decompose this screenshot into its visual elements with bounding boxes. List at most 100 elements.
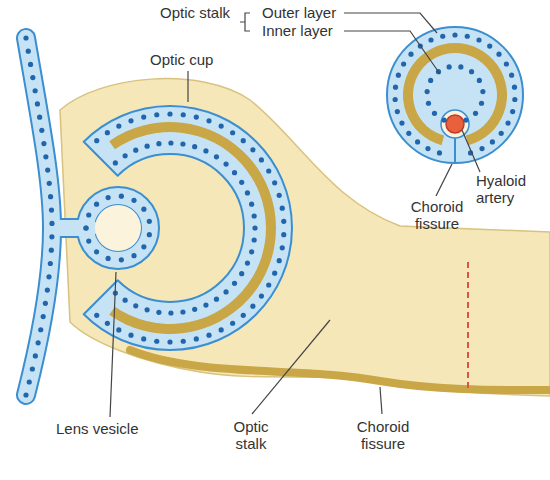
leader-line: [344, 13, 437, 33]
leader-line: [462, 130, 480, 172]
cell-nucleus: [23, 35, 28, 40]
cell-nucleus: [41, 314, 46, 319]
choroid-fissure-groove: [130, 350, 550, 390]
cell-nucleus: [476, 37, 481, 42]
cell-nucleus: [49, 221, 54, 226]
cell-nucleus: [128, 333, 133, 338]
cell-nucleus: [105, 321, 110, 326]
cell-nucleus: [428, 37, 433, 42]
cell-nucleus: [203, 302, 208, 307]
cell-nucleus: [277, 193, 282, 198]
cell-nucleus: [458, 64, 463, 69]
cell-nucleus: [154, 112, 159, 117]
cell-nucleus: [33, 88, 38, 93]
hyaloid-artery: [446, 115, 464, 133]
cell-nucleus: [113, 160, 118, 165]
cell-nucleus: [252, 225, 257, 230]
cell-nucleus: [259, 157, 264, 162]
cell-nucleus: [141, 336, 146, 341]
cell-nucleus: [463, 117, 468, 122]
cell-nucleus: [219, 124, 224, 129]
cell-nucleus: [206, 118, 211, 123]
cell-nucleus: [116, 123, 121, 128]
leader-line: [187, 71, 188, 102]
leader-lines: [110, 13, 480, 417]
cell-nucleus: [86, 238, 91, 243]
cell-nucleus: [504, 61, 509, 66]
cell-nucleus: [223, 161, 228, 166]
cell-nucleus: [428, 78, 433, 83]
cell-nucleus: [49, 234, 54, 239]
cell-nucleus: [133, 303, 138, 308]
part-label: Optic stalk: [160, 4, 230, 21]
cell-nucleus: [194, 114, 199, 119]
cell-nucleus: [106, 256, 111, 261]
cell-nucleus: [241, 313, 246, 318]
cell-nucleus: [241, 138, 246, 143]
cell-nucleus: [496, 52, 501, 57]
cell-nucleus: [147, 219, 152, 224]
cell-nucleus: [406, 131, 411, 136]
guide: [115, 143, 255, 313]
cell-nucleus: [192, 307, 197, 312]
cell-nucleus: [223, 289, 228, 294]
cell-nucleus: [426, 101, 431, 106]
cell-nucleus: [33, 353, 38, 358]
cell-nucleus: [49, 207, 54, 212]
leader-line: [110, 272, 116, 417]
cell-nucleus: [30, 75, 35, 80]
cell-nucleus: [167, 111, 172, 116]
cell-nucleus: [37, 115, 42, 120]
cell-nucleus: [214, 154, 219, 159]
cell-nucleus: [232, 281, 237, 286]
cell-nucleus: [452, 32, 457, 37]
part-label: Lens vesicle: [56, 420, 139, 437]
cell-nucleus: [437, 150, 442, 155]
cell-nucleus: [465, 34, 470, 39]
cell-nucleus: [180, 309, 185, 314]
cell-nucleus: [47, 181, 52, 186]
cell-nucleus: [393, 85, 398, 90]
cell-nucleus: [167, 339, 172, 344]
bracket: [240, 13, 250, 31]
cell-nucleus: [280, 206, 285, 211]
cell-nucleus: [480, 89, 485, 94]
cell-nucleus: [512, 97, 517, 102]
part-label: Optic stalk: [224, 418, 278, 453]
cell-nucleus: [447, 64, 452, 69]
cell-nucleus: [141, 207, 146, 212]
cell-nucleus: [94, 202, 99, 207]
cell-nucleus: [425, 89, 430, 94]
cell-nucleus: [252, 213, 257, 218]
cell-nucleus: [94, 138, 99, 143]
cell-nucleus: [94, 249, 99, 254]
cell-nucleus: [86, 212, 91, 217]
cell-nucleus: [168, 140, 173, 145]
cell-nucleus: [123, 153, 128, 158]
optic-cup-layers: [84, 106, 292, 350]
cell-nucleus: [83, 225, 88, 230]
cell-nucleus: [48, 261, 53, 266]
cell-nucleus: [133, 148, 138, 153]
cell-nucleus: [45, 288, 50, 293]
cell-nucleus: [469, 69, 474, 74]
cell-nucleus: [487, 43, 492, 48]
cell-nucleus: [168, 310, 173, 315]
cell-nucleus: [441, 117, 446, 122]
cell-nucleus: [259, 293, 264, 298]
cell-nucleus: [141, 114, 146, 119]
cell-nucleus: [266, 282, 271, 287]
cell-nucleus: [245, 190, 250, 195]
cell-nucleus: [272, 180, 277, 185]
cell-nucleus: [250, 304, 255, 309]
cell-nucleus: [266, 168, 271, 173]
cell-nucleus: [30, 366, 35, 371]
cell-nucleus: [49, 248, 54, 253]
cell-nucleus: [432, 111, 437, 116]
cell-nucleus: [26, 49, 31, 54]
guide: [26, 38, 52, 395]
cell-nucleus: [131, 198, 136, 203]
